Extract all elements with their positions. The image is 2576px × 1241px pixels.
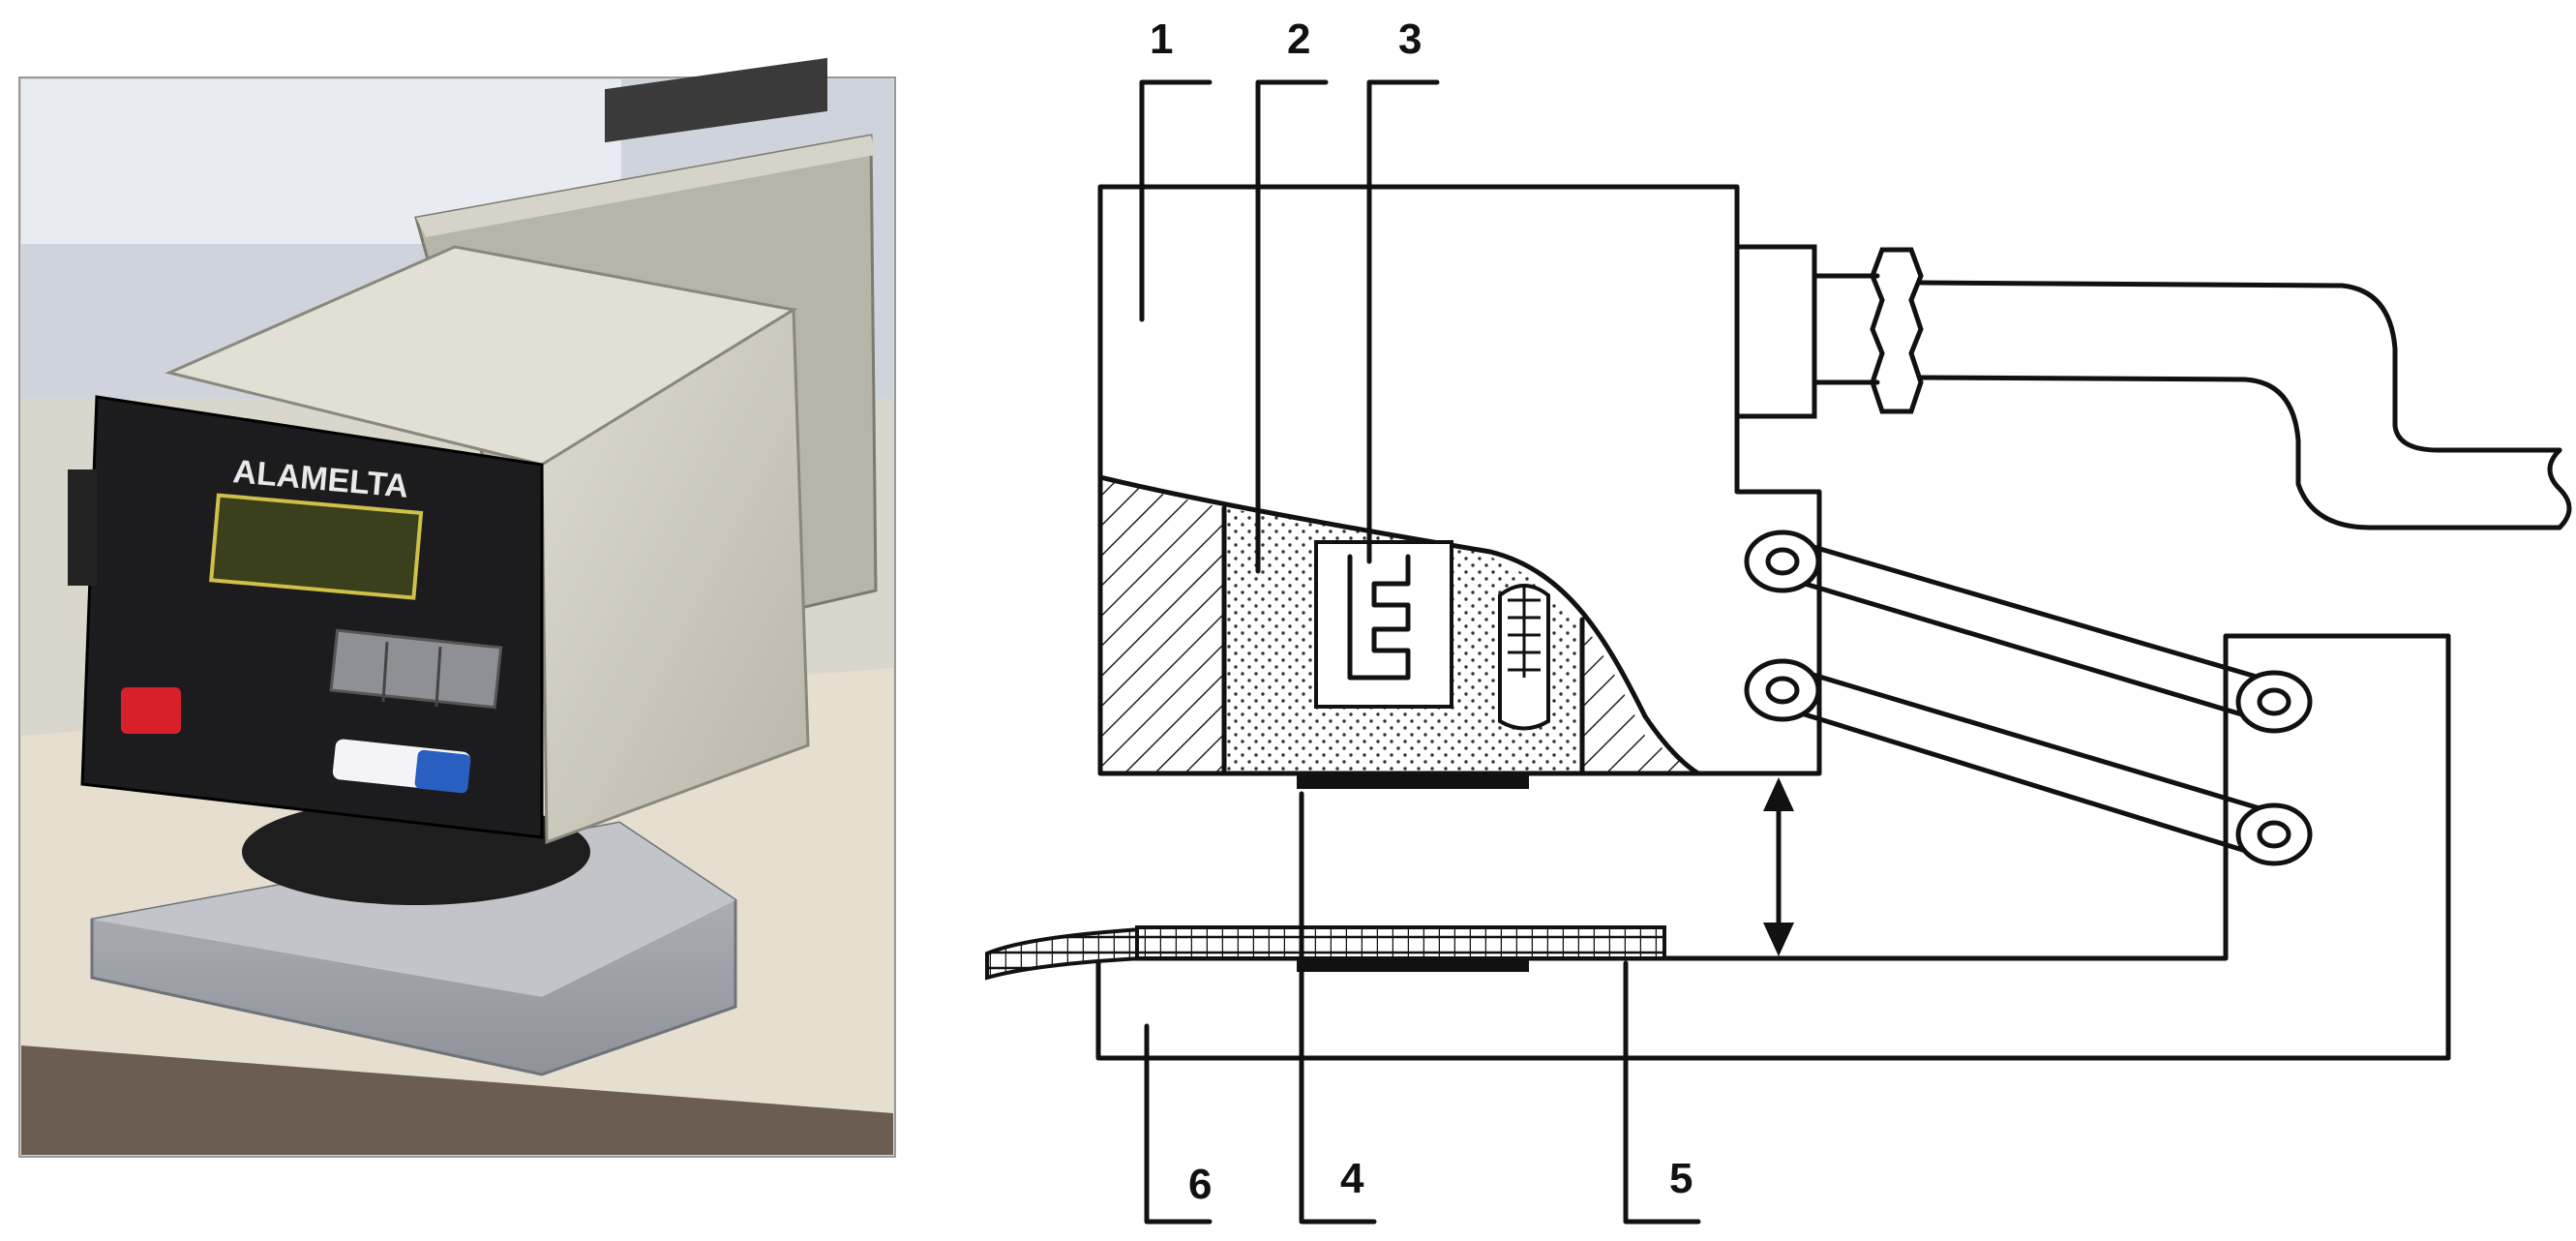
pivot-lower-right	[2235, 802, 2313, 866]
device-front-panel	[80, 395, 544, 839]
photo-table-edge	[21, 1045, 893, 1155]
label-3: 3	[1398, 15, 1422, 63]
label-2: 2	[1287, 15, 1310, 63]
pivot-upper-left	[1744, 530, 1821, 593]
device-key-pad	[329, 628, 503, 710]
device-side-knob	[68, 469, 97, 586]
head-hatched-left	[1100, 477, 1224, 773]
cable-inner	[1918, 375, 2562, 530]
device-key-divider-1	[381, 641, 389, 703]
linkage-arm-upper	[1787, 537, 2267, 724]
sensor-housing	[1314, 540, 1453, 709]
leader-6	[1144, 1023, 1213, 1225]
label-4: 4	[1340, 1155, 1364, 1202]
leader-3	[1366, 79, 1440, 564]
cable-connector-body	[1734, 244, 1817, 419]
leader-4	[1299, 791, 1377, 1225]
head-cutaway-curve	[1097, 474, 1701, 776]
sample-sheet	[1135, 925, 1666, 960]
leader-1	[1139, 79, 1213, 322]
head-hatched-right	[1582, 620, 1698, 773]
device-key-divider-2	[434, 646, 442, 708]
lower-plate-outline	[1095, 633, 2451, 1061]
device-housing-side	[540, 307, 810, 845]
leader-5	[1623, 960, 1701, 1225]
device-blue-button	[414, 749, 471, 794]
gap-arrow	[1763, 777, 1794, 956]
device-red-button	[121, 687, 181, 734]
device-display	[209, 493, 424, 600]
cable-outer	[1918, 280, 2562, 453]
label-1: 1	[1150, 15, 1173, 63]
device-photo: ALAMELTA	[18, 57, 896, 1158]
cable-nut	[1870, 247, 1924, 414]
head-body-outline	[1097, 184, 1822, 776]
sample-sheet-curled-edge	[985, 926, 1144, 981]
lower-electrode	[1297, 958, 1529, 972]
sensor-coil	[1347, 554, 1411, 681]
device-top-slot	[605, 57, 827, 143]
pivot-upper-right	[2235, 670, 2313, 734]
label-5: 5	[1669, 1155, 1692, 1202]
pivot-lower-left	[1744, 658, 1821, 722]
linkage-arm-lower	[1787, 665, 2267, 860]
leader-2	[1255, 79, 1329, 574]
thermometer-scale	[1508, 586, 1541, 678]
schematic-diagram: 1 2 3 4 5 6	[985, 15, 2572, 1225]
label-6: 6	[1188, 1161, 1212, 1208]
upper-electrode	[1297, 775, 1529, 789]
cable-end-cut	[2547, 447, 2572, 530]
device-rear-top	[416, 136, 876, 237]
